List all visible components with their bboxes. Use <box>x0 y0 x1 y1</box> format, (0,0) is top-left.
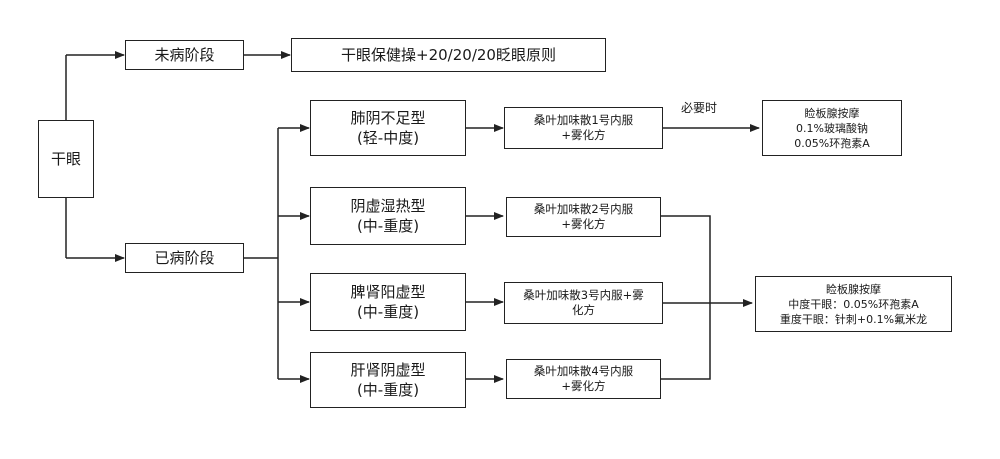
syndrome-node-2: 阴虚湿热型 (中-重度) <box>310 187 466 245</box>
prevention-node: 干眼保健操+20/20/20眨眼原则 <box>291 38 606 72</box>
syndrome-3-name: 脾肾阳虚型 <box>350 283 426 301</box>
syndrome-node-4: 肝肾阴虚型 (中-重度) <box>310 352 466 408</box>
treatment-node-4: 桑叶加味散4号内服 +雾化方 <box>506 359 661 399</box>
prevention-label: 干眼保健操+20/20/20眨眼原则 <box>341 46 556 64</box>
treatment-1-line2: +雾化方 <box>561 128 606 142</box>
not-ill-stage-label: 未病阶段 <box>154 46 215 64</box>
treatment-3-line2: 化方 <box>572 303 595 317</box>
mild-addon-node: 睑板腺按摩 0.1%玻璃酸钠 0.05%环孢素A <box>762 100 902 156</box>
syndrome-4-name: 肝肾阴虚型 <box>350 361 426 379</box>
syndrome-2-severity: (中-重度) <box>356 217 420 235</box>
syndrome-node-1: 肺阴不足型 (轻-中度) <box>310 100 466 156</box>
treatment-node-3: 桑叶加味散3号内服+雾 化方 <box>504 282 663 324</box>
severe-addon-node: 睑板腺按摩 中度干眼：0.05%环孢素A 重度干眼：针刺+0.1%氟米龙 <box>755 276 952 332</box>
ill-stage-node: 已病阶段 <box>125 243 244 273</box>
treatment-node-1: 桑叶加味散1号内服 +雾化方 <box>504 107 663 149</box>
when-necessary-note: 必要时 <box>681 101 718 115</box>
root-node: 干眼 <box>38 120 94 198</box>
not-ill-stage-node: 未病阶段 <box>125 40 244 70</box>
syndrome-1-name: 肺阴不足型 <box>350 109 426 127</box>
mild-addon-line1: 睑板腺按摩 <box>804 106 860 120</box>
root-label: 干眼 <box>50 150 81 168</box>
mild-addon-line2: 0.1%玻璃酸钠 <box>796 121 868 135</box>
treatment-2-line2: +雾化方 <box>561 217 606 231</box>
syndrome-3-severity: (中-重度) <box>356 303 420 321</box>
ill-stage-label: 已病阶段 <box>154 249 215 267</box>
treatment-4-line2: +雾化方 <box>561 379 606 393</box>
treatment-3-line1: 桑叶加味散3号内服+雾 <box>523 288 644 302</box>
severe-addon-line3: 重度干眼：针刺+0.1%氟米龙 <box>779 312 928 326</box>
treatment-2-connector <box>661 215 711 303</box>
syndrome-node-3: 脾肾阳虚型 (中-重度) <box>310 273 466 331</box>
treatment-4-line1: 桑叶加味散4号内服 <box>533 364 634 378</box>
syndrome-2-name: 阴虚湿热型 <box>350 197 426 215</box>
severe-addon-line1: 睑板腺按摩 <box>826 282 881 296</box>
mild-addon-line3: 0.05%环孢素A <box>794 136 870 150</box>
syndrome-4-severity: (中-重度) <box>356 381 420 399</box>
treatment-2-line1: 桑叶加味散2号内服 <box>533 202 634 216</box>
treatment-4-connector <box>661 303 711 380</box>
treatment-1-line1: 桑叶加味散1号内服 <box>533 113 634 127</box>
treatment-node-2: 桑叶加味散2号内服 +雾化方 <box>506 197 661 237</box>
syndrome-1-severity: (轻-中度) <box>356 129 420 147</box>
severe-addon-line2: 中度干眼：0.05%环孢素A <box>788 297 919 311</box>
